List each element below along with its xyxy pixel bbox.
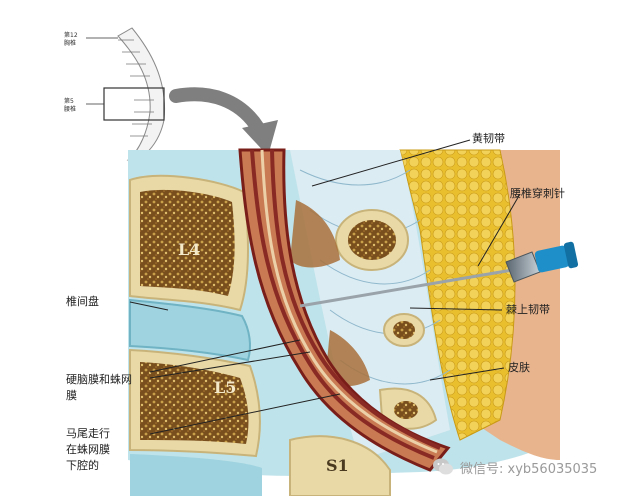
inset-label-t12-line1: 第12 — [64, 32, 78, 39]
label-spinal-needle: 腰椎穿刺针 — [510, 187, 565, 200]
vertebra-label-bottom: S1 — [326, 456, 349, 475]
intervertebral-disc — [129, 298, 251, 362]
label-cauda-equina: 马尾走行 在蛛网膜 下腔的 — [66, 426, 110, 474]
vertebra-label-upper: L4 — [178, 240, 201, 259]
inset-label-l5-line1: 第5 — [64, 98, 74, 105]
label-dura-arachnoid: 硬脑膜和蛛网 膜 — [66, 372, 132, 404]
label-dura-arachnoid-line2: 膜 — [66, 389, 77, 402]
spinal-needle — [299, 241, 579, 308]
watermark-text: 微信号: xyb56035035 — [460, 461, 598, 477]
wechat-icon — [433, 458, 453, 475]
inset-label-l5: 第5 腰椎 — [64, 98, 76, 114]
label-cauda-line3: 下腔的 — [66, 459, 99, 472]
label-cauda-line2: 在蛛网膜 — [66, 443, 110, 456]
lumbar-section — [128, 148, 579, 496]
fat-layer — [399, 149, 516, 441]
arrow-head — [242, 120, 278, 156]
label-ligamentum-flavum: 黄韧带 — [472, 132, 505, 145]
inset-label-l5-line2: 腰椎 — [64, 106, 77, 113]
inset-label-t12-line2: 胸椎 — [64, 40, 77, 47]
spine-inset — [86, 27, 166, 161]
vertebra-label-middle: L5 — [214, 378, 237, 397]
label-intervertebral-disc: 椎间盘 — [66, 295, 99, 308]
label-skin: 皮肤 — [508, 361, 530, 374]
label-dura-arachnoid-line1: 硬脑膜和蛛网 — [66, 373, 132, 386]
curved-arrow — [169, 87, 265, 135]
vertebra-body-sacral — [289, 435, 391, 496]
inset-label-t12: 第12 胸椎 — [64, 32, 78, 48]
leader-lines — [129, 139, 521, 435]
watermark: 微信号: xyb56035035 — [432, 456, 597, 478]
label-cauda-line1: 马尾走行 — [66, 427, 110, 440]
label-supraspinous-ligament: 棘上韧带 — [506, 303, 550, 316]
